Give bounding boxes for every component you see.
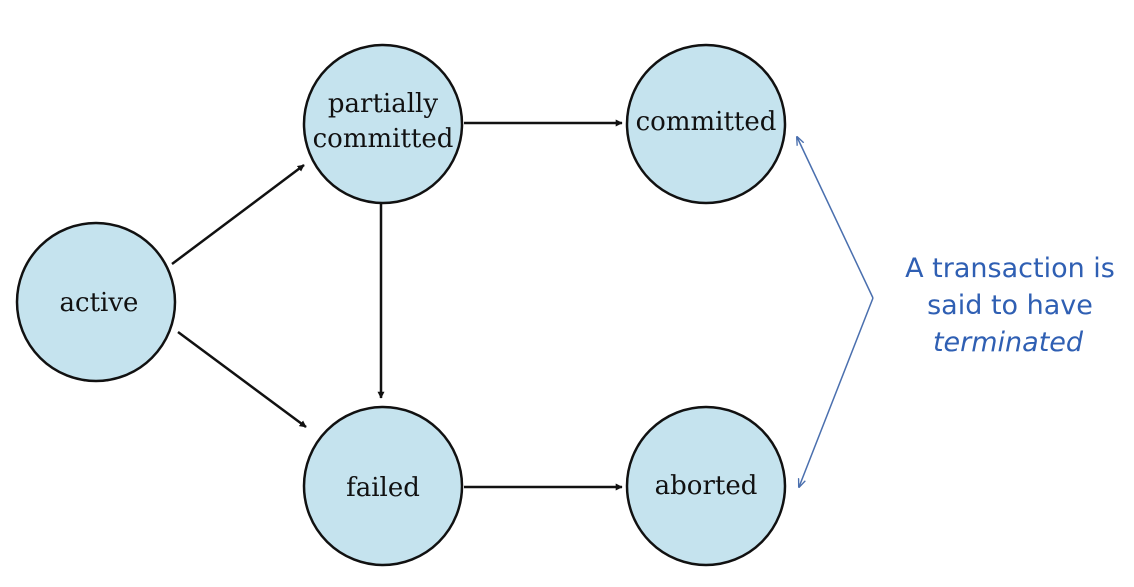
node-failed: failed <box>302 405 464 567</box>
node-active: active <box>15 221 177 383</box>
termination-annotation: A transaction is said to have terminated <box>797 137 1115 487</box>
node-committed-circle <box>625 43 787 205</box>
annotation-text-line-1: A transaction is <box>905 253 1115 284</box>
node-active-label: active <box>60 288 139 318</box>
node-aborted-circle <box>625 405 787 567</box>
edge-active-to-partially-committed <box>171 164 305 265</box>
node-partially-committed-label-line-1: partially <box>328 89 438 119</box>
node-partially-committed: partially committed <box>302 43 464 205</box>
node-committed-label: committed <box>636 107 777 137</box>
annotation-text-line-2: said to have <box>927 290 1093 321</box>
node-partially-committed-label-line-2: committed <box>313 124 454 154</box>
node-failed-circle <box>302 405 464 567</box>
node-aborted-label: aborted <box>655 471 758 501</box>
edge-active-to-failed <box>177 330 307 429</box>
annotation-pointer-to-aborted <box>799 297 874 487</box>
node-aborted: aborted <box>625 405 787 567</box>
node-partially-committed-circle <box>302 43 464 205</box>
edges <box>171 119 623 491</box>
node-failed-label: failed <box>346 473 420 503</box>
annotation-pointer-to-committed <box>797 137 874 299</box>
annotation-text-line-3: terminated <box>933 327 1084 358</box>
node-active-circle <box>15 221 177 383</box>
node-committed: committed <box>625 43 787 205</box>
